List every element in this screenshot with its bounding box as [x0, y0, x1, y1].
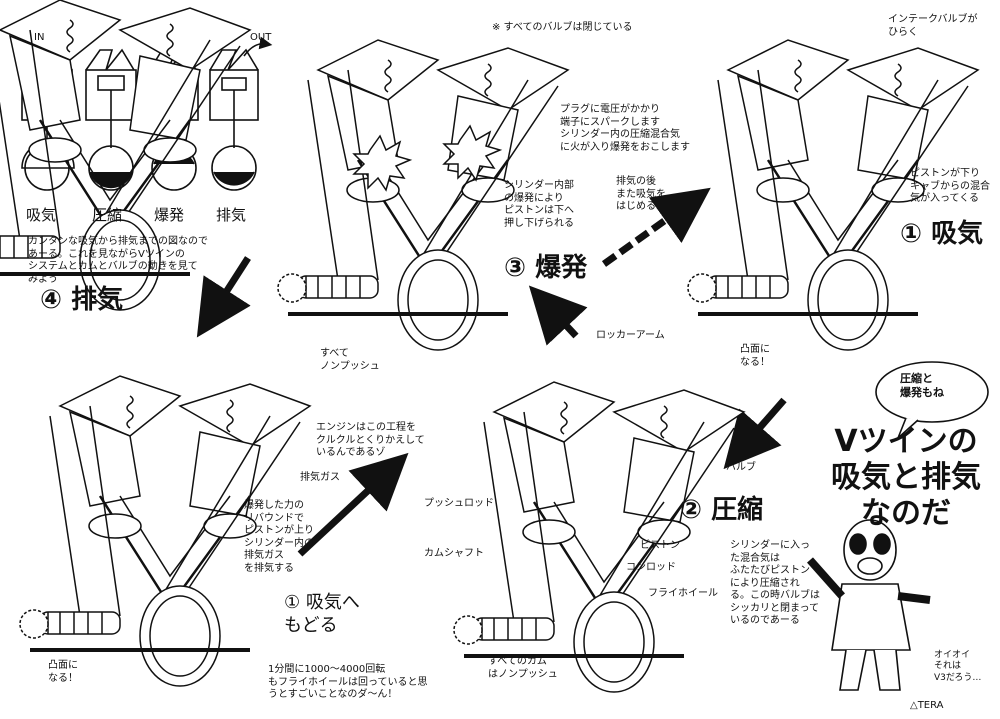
- note-all-cams: すべてのカム はノンプッシュ: [488, 656, 558, 680]
- step-compression: ② 圧縮: [680, 495, 764, 525]
- in-label: IN: [34, 32, 45, 43]
- note-cycle-repeat: エンジンはこの工程を クルクルとくりかえして いるんであるゾ: [316, 422, 425, 458]
- speech-bubble-tail: [897, 417, 919, 439]
- part-label-valve: バルブ: [726, 462, 756, 473]
- note-rpm: 1分間に1000〜4000回転 もフライホイールは回っていると思 うとすごいこと…: [268, 664, 428, 700]
- masked-hero-character: [807, 519, 931, 691]
- mini-cycle-caption: カンタンな吸気から排気までの図なので あーる。これを見ながらVツインの システム…: [28, 236, 208, 285]
- stroke-label-intake: 吸気: [26, 206, 57, 224]
- cycle-arrows: [196, 187, 787, 557]
- note-cam-lobe-2: 凸面に なる！: [48, 660, 78, 684]
- mini-cylinder-exhaust: [209, 36, 273, 191]
- note-plug-spark: プラグに電圧がかかり 端子にスパークします シリンダー内の圧縮混合気 に火が入り…: [560, 104, 690, 153]
- page-title: Vツインの 吸気と排気 なのだ: [831, 424, 981, 531]
- part-label-camshaft: カムシャフト: [424, 548, 484, 559]
- note-intake-valve-open: インテークバルブが ひらく: [888, 14, 978, 38]
- stroke-label-exhaust: 排気: [216, 206, 247, 224]
- step-combustion: ③ 爆発: [504, 253, 588, 283]
- note-exhaust-stroke: 爆発した力の リバウンドで ピストンが上り シリンダー内の 排気ガス を排気する: [244, 500, 314, 574]
- part-label-conrod: コンロッド: [626, 562, 676, 573]
- explosion-burst-icon: [352, 124, 503, 192]
- signature: △TERA: [910, 700, 944, 711]
- stroke-label-combustion: 爆発: [154, 206, 185, 224]
- step-exhaust: ④ 排気: [40, 285, 124, 315]
- part-label-pushrod: プッシュロッド: [424, 498, 494, 509]
- step-back-to-intake: ① 吸気へ もどる: [284, 592, 360, 636]
- note-cam-lobe-1: 凸面に なる！: [740, 344, 770, 368]
- part-label-rocker-arm: ロッカーアーム: [596, 330, 665, 341]
- stroke-label-compression: 圧縮: [92, 206, 123, 224]
- engine-compression: [452, 380, 746, 694]
- aside-text: オイオイ それは V3だろう…: [934, 650, 982, 683]
- note-all-pushrods: すべて ノンプッシュ: [320, 348, 380, 372]
- speech-bubble-text: 圧縮と 爆発もね: [900, 372, 944, 399]
- note-compression: シリンダーに入っ た混合気は ふたたびピストン により圧縮され る。この時バルブ…: [730, 540, 820, 626]
- part-label-piston: ピストン: [640, 540, 680, 551]
- step-intake: ① 吸気: [900, 219, 984, 249]
- speech-bubble-shape: [875, 361, 989, 423]
- note-all-valves-closed: ※ すべてのバルブは閉じている: [492, 22, 633, 33]
- out-label: OUT: [250, 32, 272, 43]
- note-after-exhaust: 排気の後 また吸気を はじめる: [616, 176, 666, 212]
- part-label-flywheel: フライホイール: [648, 588, 718, 599]
- note-piston-down-intake: ピストンが下り キャブからの混合 気が入ってくる: [910, 168, 990, 204]
- mini-cylinder-compression: [85, 48, 137, 191]
- note-explosion-push: シリンダー内部 の爆発により ピストンは下へ 押し下げられる: [504, 180, 574, 229]
- note-exhaust-gas: 排気ガス: [300, 472, 340, 483]
